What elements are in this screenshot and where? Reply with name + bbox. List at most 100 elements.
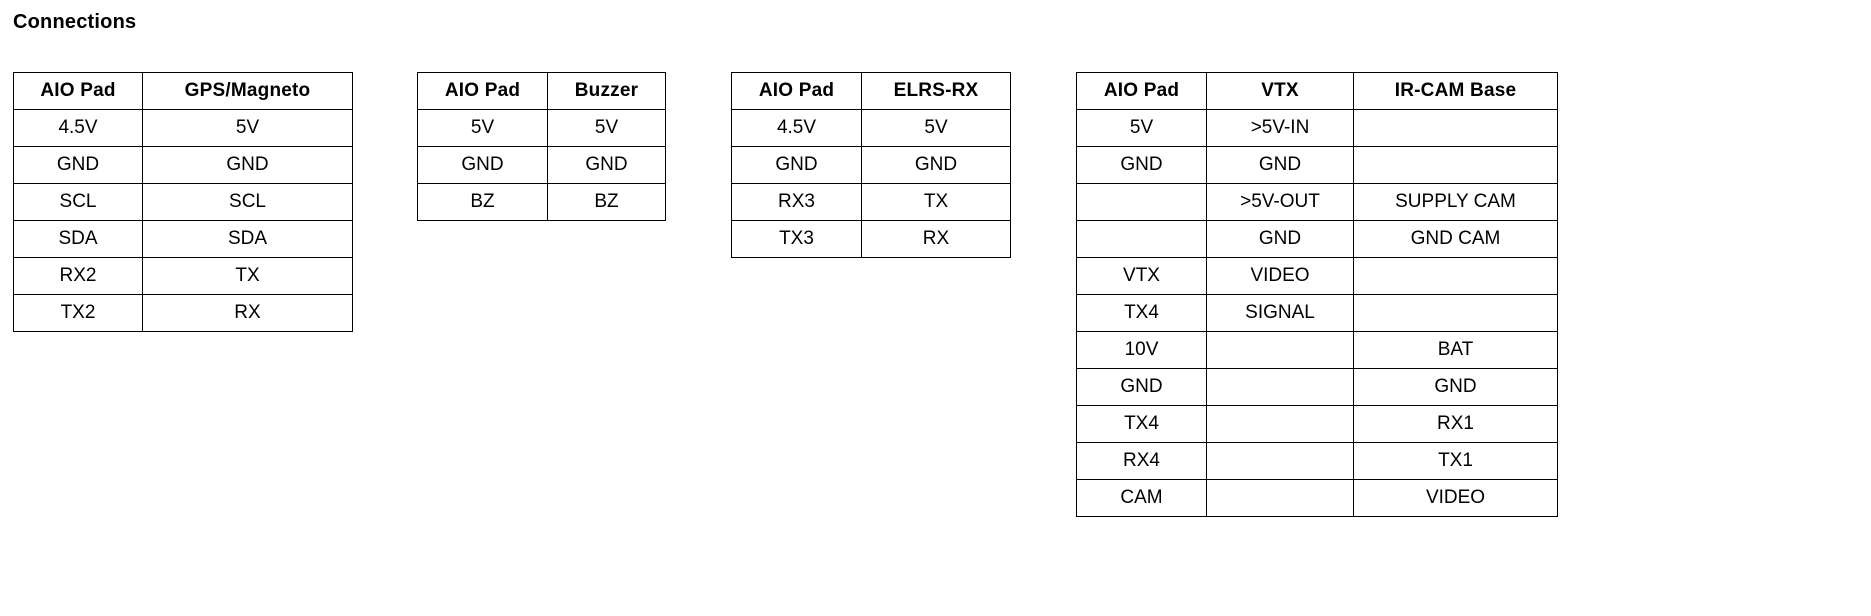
cell-aio-pad: GND (13, 146, 143, 184)
connections-table-gps-magneto: AIO Pad GPS/Magneto 4.5V 5V GND GND SCL … (13, 72, 353, 332)
cell-vtx (1206, 442, 1354, 480)
page-title: Connections (13, 11, 137, 33)
cell-aio-pad (1076, 183, 1207, 221)
table-header-row: AIO Pad ELRS-RX (731, 72, 1011, 110)
table-row: >5V-OUT SUPPLY CAM (1076, 183, 1558, 221)
cell-ir-cam-base: VIDEO (1353, 479, 1558, 517)
cell-gps-magneto: GND (142, 146, 353, 184)
cell-aio-pad: TX2 (13, 294, 143, 332)
column-header-gps-magneto: GPS/Magneto (142, 72, 353, 110)
cell-aio-pad: RX4 (1076, 442, 1207, 480)
cell-vtx (1206, 479, 1354, 517)
table-row: RX2 TX (13, 257, 353, 295)
table-row: GND GND (731, 146, 1011, 184)
table-row: 4.5V 5V (731, 109, 1011, 147)
table-row: SCL SCL (13, 183, 353, 221)
table-row: TX4 RX1 (1076, 405, 1558, 443)
column-header-ir-cam-base: IR-CAM Base (1353, 72, 1558, 110)
cell-ir-cam-base: GND (1353, 368, 1558, 406)
table-row: RX4 TX1 (1076, 442, 1558, 480)
table-row: TX3 RX (731, 220, 1011, 258)
cell-aio-pad: GND (1076, 368, 1207, 406)
connections-table-vtx-ircam: AIO Pad VTX IR-CAM Base 5V >5V-IN GND GN… (1076, 72, 1558, 517)
connections-table-elrs-rx: AIO Pad ELRS-RX 4.5V 5V GND GND RX3 TX T… (731, 72, 1011, 258)
cell-buzzer: BZ (547, 183, 666, 221)
table-row: GND GND (13, 146, 353, 184)
cell-vtx: GND (1206, 220, 1354, 258)
cell-ir-cam-base (1353, 294, 1558, 332)
cell-gps-magneto: SCL (142, 183, 353, 221)
cell-aio-pad: CAM (1076, 479, 1207, 517)
cell-ir-cam-base: RX1 (1353, 405, 1558, 443)
cell-aio-pad: RX2 (13, 257, 143, 295)
cell-ir-cam-base: SUPPLY CAM (1353, 183, 1558, 221)
table-row: VTX VIDEO (1076, 257, 1558, 295)
cell-aio-pad: 4.5V (13, 109, 143, 147)
table-row: CAM VIDEO (1076, 479, 1558, 517)
cell-elrs-rx: TX (861, 183, 1011, 221)
cell-vtx: >5V-OUT (1206, 183, 1354, 221)
column-header-aio-pad: AIO Pad (1076, 72, 1207, 110)
cell-buzzer: 5V (547, 109, 666, 147)
cell-gps-magneto: 5V (142, 109, 353, 147)
cell-gps-magneto: RX (142, 294, 353, 332)
cell-ir-cam-base (1353, 109, 1558, 147)
column-header-elrs-rx: ELRS-RX (861, 72, 1011, 110)
cell-aio-pad: VTX (1076, 257, 1207, 295)
column-header-vtx: VTX (1206, 72, 1354, 110)
cell-aio-pad: GND (731, 146, 862, 184)
cell-vtx (1206, 331, 1354, 369)
table-row: 5V >5V-IN (1076, 109, 1558, 147)
table-header-row: AIO Pad Buzzer (417, 72, 666, 110)
cell-ir-cam-base: BAT (1353, 331, 1558, 369)
cell-aio-pad: TX3 (731, 220, 862, 258)
table-header-row: AIO Pad GPS/Magneto (13, 72, 353, 110)
cell-vtx: GND (1206, 146, 1354, 184)
table-row: 5V 5V (417, 109, 666, 147)
cell-aio-pad: 5V (417, 109, 548, 147)
cell-ir-cam-base (1353, 257, 1558, 295)
cell-vtx (1206, 405, 1354, 443)
cell-ir-cam-base: TX1 (1353, 442, 1558, 480)
table-row: GND GND (1076, 368, 1558, 406)
cell-vtx (1206, 368, 1354, 406)
table-row: SDA SDA (13, 220, 353, 258)
cell-aio-pad: RX3 (731, 183, 862, 221)
table-row: GND GND (1076, 146, 1558, 184)
column-header-aio-pad: AIO Pad (417, 72, 548, 110)
cell-gps-magneto: TX (142, 257, 353, 295)
table-row: GND GND (417, 146, 666, 184)
table-row: BZ BZ (417, 183, 666, 221)
cell-aio-pad: SCL (13, 183, 143, 221)
cell-vtx: >5V-IN (1206, 109, 1354, 147)
table-row: RX3 TX (731, 183, 1011, 221)
cell-elrs-rx: RX (861, 220, 1011, 258)
column-header-buzzer: Buzzer (547, 72, 666, 110)
cell-aio-pad: 5V (1076, 109, 1207, 147)
cell-vtx: VIDEO (1206, 257, 1354, 295)
cell-elrs-rx: 5V (861, 109, 1011, 147)
cell-elrs-rx: GND (861, 146, 1011, 184)
cell-aio-pad: SDA (13, 220, 143, 258)
table-row: 10V BAT (1076, 331, 1558, 369)
table-row: GND GND CAM (1076, 220, 1558, 258)
table-header-row: AIO Pad VTX IR-CAM Base (1076, 72, 1558, 110)
cell-gps-magneto: SDA (142, 220, 353, 258)
column-header-aio-pad: AIO Pad (13, 72, 143, 110)
column-header-aio-pad: AIO Pad (731, 72, 862, 110)
cell-aio-pad: GND (1076, 146, 1207, 184)
cell-aio-pad: GND (417, 146, 548, 184)
cell-ir-cam-base (1353, 146, 1558, 184)
table-row: TX2 RX (13, 294, 353, 332)
cell-aio-pad: 10V (1076, 331, 1207, 369)
cell-aio-pad: TX4 (1076, 405, 1207, 443)
cell-vtx: SIGNAL (1206, 294, 1354, 332)
table-row: TX4 SIGNAL (1076, 294, 1558, 332)
cell-ir-cam-base: GND CAM (1353, 220, 1558, 258)
cell-aio-pad: BZ (417, 183, 548, 221)
cell-aio-pad (1076, 220, 1207, 258)
table-row: 4.5V 5V (13, 109, 353, 147)
cell-aio-pad: 4.5V (731, 109, 862, 147)
cell-buzzer: GND (547, 146, 666, 184)
cell-aio-pad: TX4 (1076, 294, 1207, 332)
